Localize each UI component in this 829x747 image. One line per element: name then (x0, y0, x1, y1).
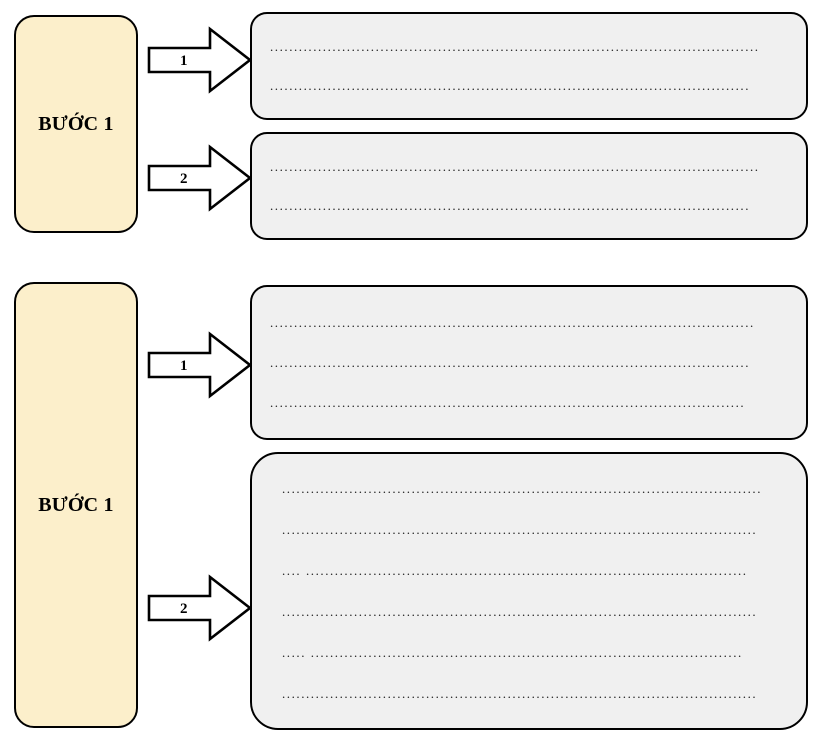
arrow-2-group-1[interactable]: 2 (147, 144, 253, 212)
arrow-shape (147, 144, 253, 212)
arrow-number-2-group-2: 2 (180, 601, 188, 617)
note-line: ........................................… (282, 605, 758, 618)
note-line: ..... ..................................… (282, 646, 743, 659)
arrow-number-1-group-1: 1 (180, 53, 188, 69)
note-box-1-group-1[interactable]: ........................................… (250, 12, 808, 120)
arrow-2-group-2[interactable]: 2 (147, 574, 253, 642)
note-line: ........................................… (270, 40, 760, 53)
note-box-2-group-1[interactable]: ........................................… (250, 132, 808, 240)
note-line: .... ...................................… (282, 564, 748, 577)
note-line: ........................................… (282, 482, 762, 495)
step-box-2[interactable]: BƯỚC 1 (14, 282, 138, 728)
arrow-shape (147, 26, 253, 94)
step-box-1[interactable]: BƯỚC 1 (14, 15, 138, 233)
arrow-number-2-group-1: 2 (180, 171, 188, 187)
note-line: ........................................… (270, 356, 750, 369)
note-lines-container: ........................................… (252, 454, 806, 728)
arrow-number-1-group-2: 1 (180, 358, 188, 374)
note-box-2-group-2[interactable]: ........................................… (250, 452, 808, 730)
arrow-1-group-1[interactable]: 1 (147, 26, 253, 94)
arrow-1-group-2[interactable]: 1 (147, 331, 253, 399)
note-lines-container: ........................................… (252, 134, 806, 238)
note-box-1-group-2[interactable]: ........................................… (250, 285, 808, 440)
step-label-1: BƯỚC 1 (38, 112, 114, 135)
note-line: ........................................… (270, 79, 750, 92)
note-line: ........................................… (270, 396, 746, 409)
note-lines-container: ........................................… (252, 14, 806, 118)
note-line: ........................................… (282, 687, 758, 700)
step-label-2: BƯỚC 1 (38, 493, 114, 516)
arrow-shape (147, 331, 253, 399)
note-line: ........................................… (270, 199, 750, 212)
arrow-shape (147, 574, 253, 642)
note-line: ........................................… (270, 316, 755, 329)
note-line: ........................................… (282, 523, 758, 536)
note-line: ........................................… (270, 160, 760, 173)
note-lines-container: ........................................… (252, 287, 806, 438)
